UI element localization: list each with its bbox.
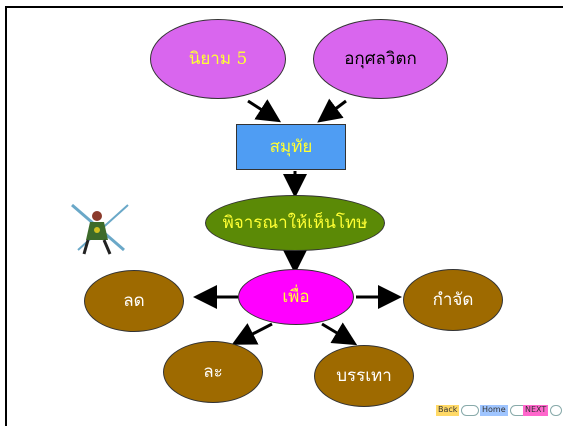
node-kamjat-label: กำจัด (432, 289, 474, 310)
node-phuea-label: เพื่อ (282, 286, 310, 307)
cloud-icon (550, 405, 563, 416)
warrior-figure-icon (71, 203, 129, 255)
home-button[interactable]: Home (480, 405, 528, 416)
node-phijarana: พิจารณาให้เห็นโทษ (205, 195, 385, 251)
node-bannthao: บรรเทา (314, 345, 414, 407)
next-button[interactable]: NEXT (523, 405, 563, 416)
arrow-akusala-to-samuthai (317, 98, 347, 123)
node-lot: ลด (84, 270, 184, 332)
node-niyam: นิยาม 5 (150, 19, 286, 99)
next-button-label: NEXT (523, 405, 549, 416)
node-la-label: ละ (203, 361, 223, 382)
back-button[interactable]: Back (436, 405, 480, 416)
node-la: ละ (163, 341, 263, 403)
slide-frame (5, 6, 563, 426)
home-button-label: Home (480, 405, 508, 416)
node-samuthai-label: สมุทัย (269, 136, 313, 157)
arrow-niyam-to-samuthai (247, 99, 282, 123)
node-niyam-label: นิยาม 5 (188, 48, 248, 69)
arrow-phuea-to-la (231, 322, 273, 345)
node-phuea: เพื่อ (238, 269, 354, 325)
node-bannthao-label: บรรเทา (336, 365, 392, 386)
node-lot-label: ลด (123, 290, 145, 311)
arrow-phuea-to-bannthao (321, 322, 358, 346)
cloud-icon (461, 405, 480, 416)
node-samuthai: สมุทัย (236, 124, 346, 170)
node-kamjat: กำจัด (403, 269, 503, 331)
node-akusala: อกุศลวิตก (313, 19, 448, 99)
node-phijarana-label: พิจารณาให้เห็นโทษ (222, 212, 368, 233)
back-button-label: Back (436, 405, 460, 416)
node-akusala-label: อกุศลวิตก (344, 48, 417, 69)
